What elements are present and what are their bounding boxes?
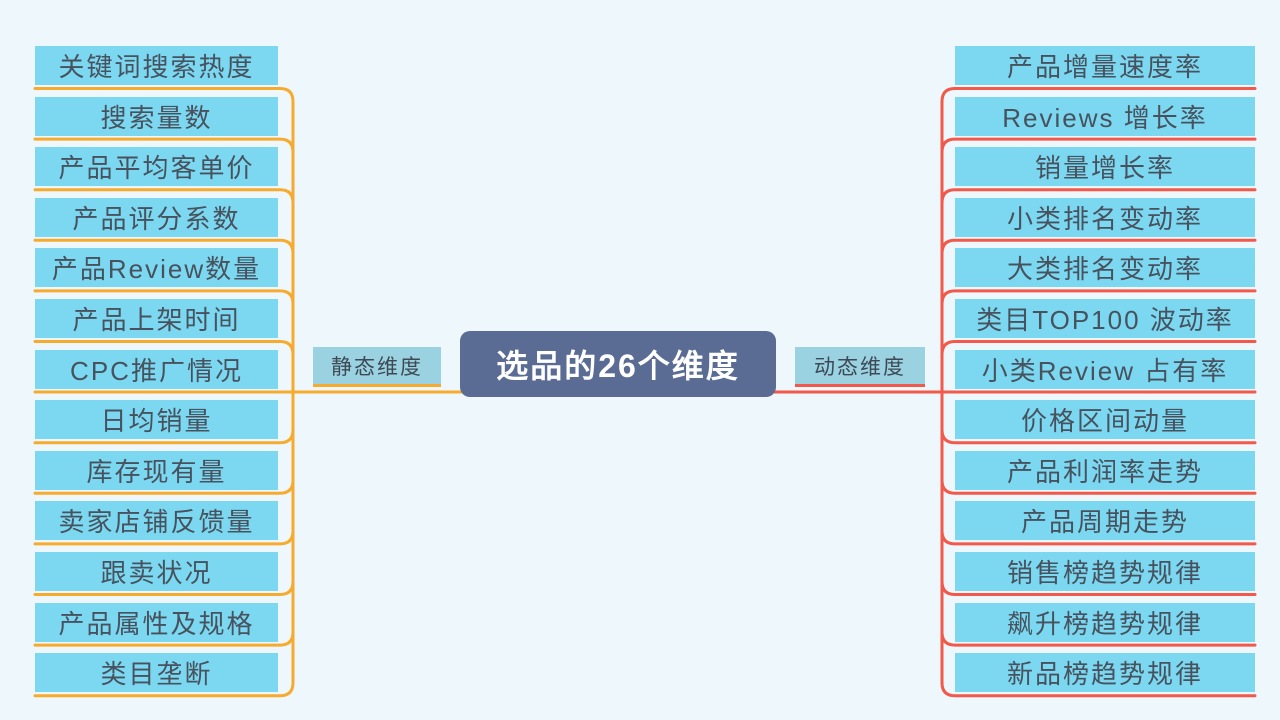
static-branch-label[interactable]: 静态维度 [313, 347, 441, 387]
mindmap-node[interactable]: 产品Review数量 [35, 248, 278, 288]
connector-line [33, 188, 295, 394]
mindmap-node[interactable]: 关键词搜索热度 [35, 46, 278, 85]
connector-line [33, 137, 295, 394]
mindmap-node[interactable]: 卖家店铺反馈量 [35, 501, 278, 541]
mindmap-node[interactable]: 产品增量速度率 [955, 46, 1255, 85]
connector-line [33, 238, 295, 394]
central-topic[interactable]: 选品的26个维度 [460, 331, 776, 397]
mindmap-node[interactable]: 价格区间动量 [955, 400, 1255, 440]
connector-line [33, 390, 295, 698]
mindmap-node[interactable]: 产品周期走势 [955, 501, 1255, 541]
mindmap-node[interactable]: Reviews 增长率 [955, 96, 1255, 136]
mindmap-node[interactable]: 日均销量 [35, 400, 278, 440]
mindmap-node[interactable]: 产品属性及规格 [35, 602, 278, 642]
dynamic-branch-label[interactable]: 动态维度 [795, 347, 925, 387]
mindmap-node[interactable]: 小类排名变动率 [955, 197, 1255, 237]
connector-line [940, 238, 1257, 394]
mindmap-node[interactable]: 新品榜趋势规律 [955, 653, 1255, 693]
connector-line [940, 188, 1257, 394]
connector-line [940, 340, 1257, 394]
mindmap-node[interactable]: 小类Review 占有率 [955, 349, 1255, 389]
dynamic-branch-lines [770, 87, 1257, 698]
connector-line [940, 87, 1257, 394]
mindmap-node[interactable]: 飙升榜趋势规律 [955, 602, 1255, 642]
mindmap-node[interactable]: 产品平均客单价 [35, 147, 278, 187]
connector-line [33, 87, 295, 394]
connector-line [33, 340, 295, 394]
mindmap-node[interactable]: 销售榜趋势规律 [955, 552, 1255, 591]
mindmap-node[interactable]: 类目垄断 [35, 653, 278, 693]
mindmap-node[interactable]: 产品评分系数 [35, 197, 278, 237]
connector-line [940, 137, 1257, 394]
mindmap-node[interactable]: 跟卖状况 [35, 552, 278, 591]
static-branch-lines [33, 87, 466, 698]
mindmap-node[interactable]: 类目TOP100 波动率 [955, 299, 1255, 338]
connector-line [33, 289, 295, 394]
mindmap-node[interactable]: 产品利润率走势 [955, 450, 1255, 490]
mindmap-node[interactable]: 销量增长率 [955, 147, 1255, 187]
mindmap-node[interactable]: 产品上架时间 [35, 299, 278, 338]
connector-line [940, 289, 1257, 394]
mindmap-node[interactable]: 库存现有量 [35, 450, 278, 490]
mindmap-node[interactable]: CPC推广情况 [35, 349, 278, 389]
mindmap-node[interactable]: 搜索量数 [35, 96, 278, 136]
connector-line [940, 390, 1257, 698]
mindmap-node[interactable]: 大类排名变动率 [955, 248, 1255, 288]
